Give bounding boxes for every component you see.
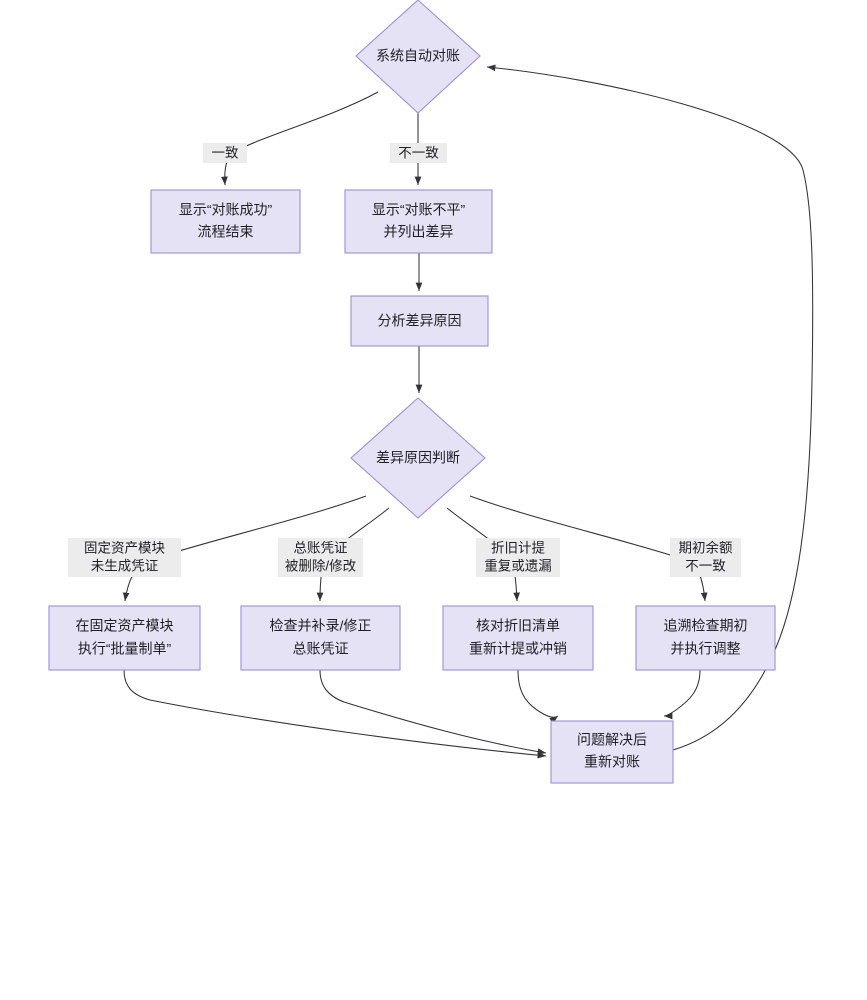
node-fix-opening-balance-line1: 追溯检查期初 [664, 618, 748, 634]
node-recheck-line2: 重新对账 [584, 754, 640, 770]
node-fix-depreciation-line2: 重新计提或冲销 [469, 641, 567, 657]
edge-fix2-to-recheck [319, 669, 547, 755]
edge-label-branch2-line1: 总账凭证 [294, 541, 348, 556]
edge-label-branch4-line1: 期初余额 [679, 540, 733, 556]
node-start-label: 系统自动对账 [376, 48, 460, 64]
node-reconcile-mismatch[interactable]: 显示“对账不平” 并列出差异 [344, 189, 493, 254]
node-recheck-box [550, 720, 674, 784]
node-fix-opening-balance[interactable]: 追溯检查期初 并执行调整 [635, 605, 776, 671]
node-fix-opening-balance-line2: 并执行调整 [671, 641, 741, 657]
node-recheck[interactable]: 问题解决后 重新对账 [550, 720, 674, 784]
edge-label-branch4-bg [670, 538, 741, 577]
node-cause-decision[interactable]: 差异原因判断 [350, 397, 486, 519]
node-start-diamond [355, 0, 481, 114]
node-fix-asset-module[interactable]: 在固定资产模块 执行“批量制单” [48, 605, 201, 671]
edge-label-inconsistent-text: 不一致 [398, 146, 439, 161]
edge-label-branch3-line2: 重复或遗漏 [484, 558, 552, 574]
node-fix-asset-module-line2: 执行“批量制单” [78, 641, 172, 657]
node-analyze-cause-box [350, 295, 489, 347]
edge-label-inconsistent: 不一致 [390, 143, 447, 163]
edge-label-branch-opening-balance: 期初余额 不一致 [670, 538, 741, 577]
node-reconcile-success-box [150, 189, 301, 254]
node-start[interactable]: 系统自动对账 [355, 0, 481, 114]
node-fix-gl-voucher[interactable]: 检查并补录/修正 总账凭证 [240, 605, 401, 671]
node-analyze-cause[interactable]: 分析差异原因 [350, 295, 489, 347]
node-fix-gl-voucher-line1: 检查并补录/修正 [270, 618, 372, 634]
node-reconcile-success[interactable]: 显示“对账成功” 流程结束 [150, 189, 301, 254]
node-reconcile-mismatch-line2: 并列出差异 [384, 224, 454, 240]
edge-label-branch1-line1: 固定资产模块 [84, 541, 165, 556]
edge-label-branch-gl-voucher: 总账凭证 被删除/修改 [278, 538, 363, 577]
node-fix-asset-module-line1: 在固定资产模块 [76, 618, 174, 634]
node-analyze-cause-label: 分析差异原因 [378, 313, 462, 329]
edge-label-branch1-line2: 未生成凭证 [91, 559, 159, 574]
edge-label-branch2-line2: 被删除/修改 [285, 559, 357, 574]
node-fix-depreciation-box [442, 605, 594, 671]
edge-labels-layer: 一致 不一致 固定资产模块 未生成凭证 总账凭证 被删除/修改 折旧计提 重复或… [68, 143, 741, 577]
edge-label-branch3-line1: 折旧计提 [491, 541, 545, 556]
edge-label-branch3-bg [476, 538, 560, 577]
node-fix-depreciation[interactable]: 核对折旧清单 重新计提或冲销 [442, 605, 594, 671]
edge-fix4-to-recheck [663, 669, 701, 720]
node-recheck-line1: 问题解决后 [577, 732, 647, 748]
edge-label-consistent-text: 一致 [212, 146, 239, 161]
node-reconcile-mismatch-line1: 显示“对账不平” [372, 202, 466, 218]
nodes-layer: 系统自动对账 显示“对账成功” 流程结束 显示“对账不平” 并列出差异 分析差异… [48, 0, 776, 784]
node-fix-opening-balance-box [635, 605, 776, 671]
node-cause-decision-label: 差异原因判断 [376, 450, 460, 466]
edge-fix3-to-recheck [517, 669, 559, 724]
node-fix-asset-module-box [48, 605, 201, 671]
edge-label-inconsistent-bg [390, 143, 447, 163]
edge-start-to-ok [221, 91, 379, 186]
edge-label-consistent: 一致 [203, 143, 247, 163]
edge-label-branch2-bg [278, 538, 363, 577]
edge-label-branch1-bg [68, 538, 181, 577]
edge-label-branch4-line2: 不一致 [685, 559, 726, 574]
node-reconcile-mismatch-box [344, 189, 493, 254]
edge-label-consistent-bg [203, 143, 247, 163]
node-reconcile-success-line1: 显示“对账成功” [179, 202, 273, 218]
edge-label-branch-depreciation: 折旧计提 重复或遗漏 [476, 538, 560, 577]
node-fix-gl-voucher-line2: 总账凭证 [293, 641, 349, 657]
node-fix-depreciation-line1: 核对折旧清单 [476, 618, 560, 634]
node-cause-decision-diamond [350, 397, 486, 519]
node-reconcile-success-line2: 流程结束 [198, 224, 254, 240]
node-fix-gl-voucher-box [240, 605, 401, 671]
edge-fix1-to-recheck [123, 669, 547, 759]
edge-label-branch-asset-module: 固定资产模块 未生成凭证 [68, 538, 181, 577]
